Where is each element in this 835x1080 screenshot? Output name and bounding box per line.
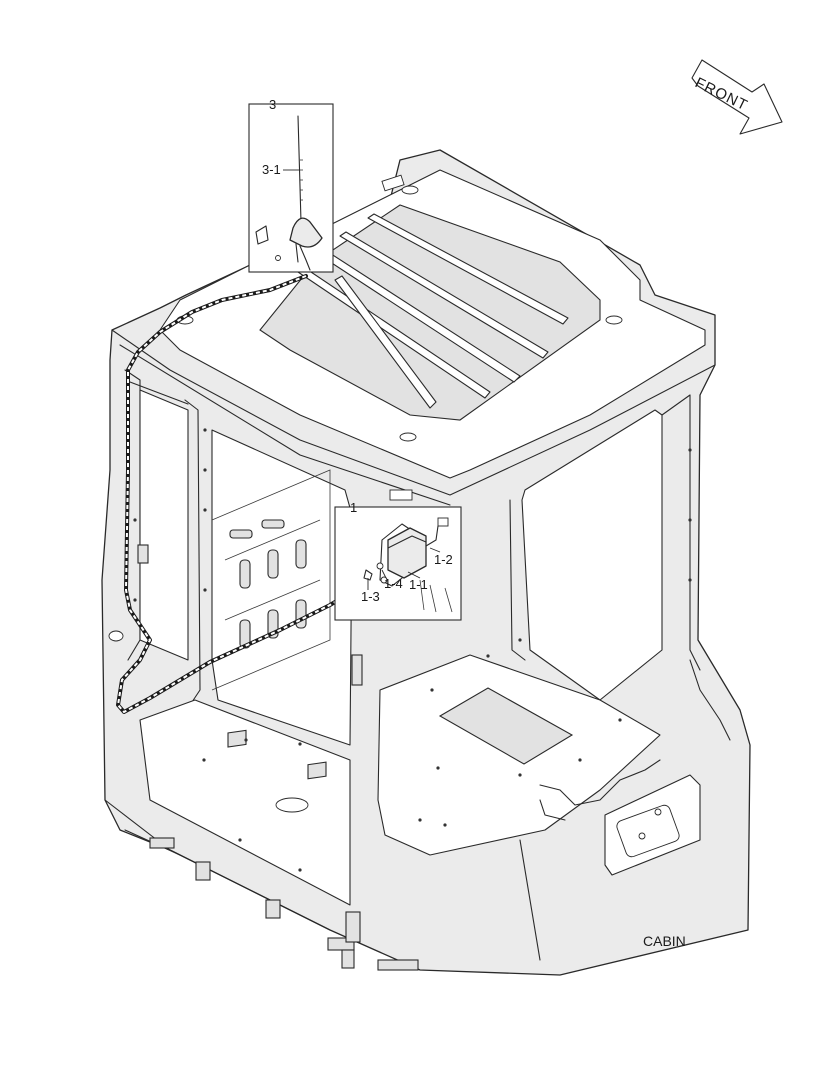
mount-holes xyxy=(133,428,692,872)
callout-radio-nut: 1-3 xyxy=(361,589,380,604)
right-window xyxy=(521,409,663,701)
floor-hatch xyxy=(438,687,574,765)
callout-radio-group: 1 xyxy=(350,500,357,515)
roof-bosses xyxy=(176,174,623,501)
callout-radio-screw: 1-4 xyxy=(384,576,403,591)
mount-tabs xyxy=(137,544,419,971)
lower-floor xyxy=(139,699,351,906)
diagram-caption: CABIN xyxy=(643,933,686,949)
antenna-cable xyxy=(116,274,370,714)
callout-antenna-group: 3 xyxy=(269,97,276,112)
roof-ribs xyxy=(297,213,569,409)
callout-radio-unit: 1-1 xyxy=(409,577,428,592)
antenna-whip xyxy=(297,115,302,223)
front-direction-arrow: FRONT xyxy=(691,59,783,135)
left-window xyxy=(139,389,189,661)
radio-unit xyxy=(387,527,427,579)
antenna-detail-frame xyxy=(248,103,334,273)
antenna-base xyxy=(289,217,323,248)
roof-panel xyxy=(259,204,601,421)
radio-detail: 1 1-2 1-1 1-4 1-3 xyxy=(334,500,462,621)
antenna-detail: 3 3-1 xyxy=(248,97,334,273)
rear-panel-slots xyxy=(211,469,331,691)
callout-radio-bracket: 1-2 xyxy=(434,552,453,567)
callout-antenna: 3-1 xyxy=(262,162,281,177)
